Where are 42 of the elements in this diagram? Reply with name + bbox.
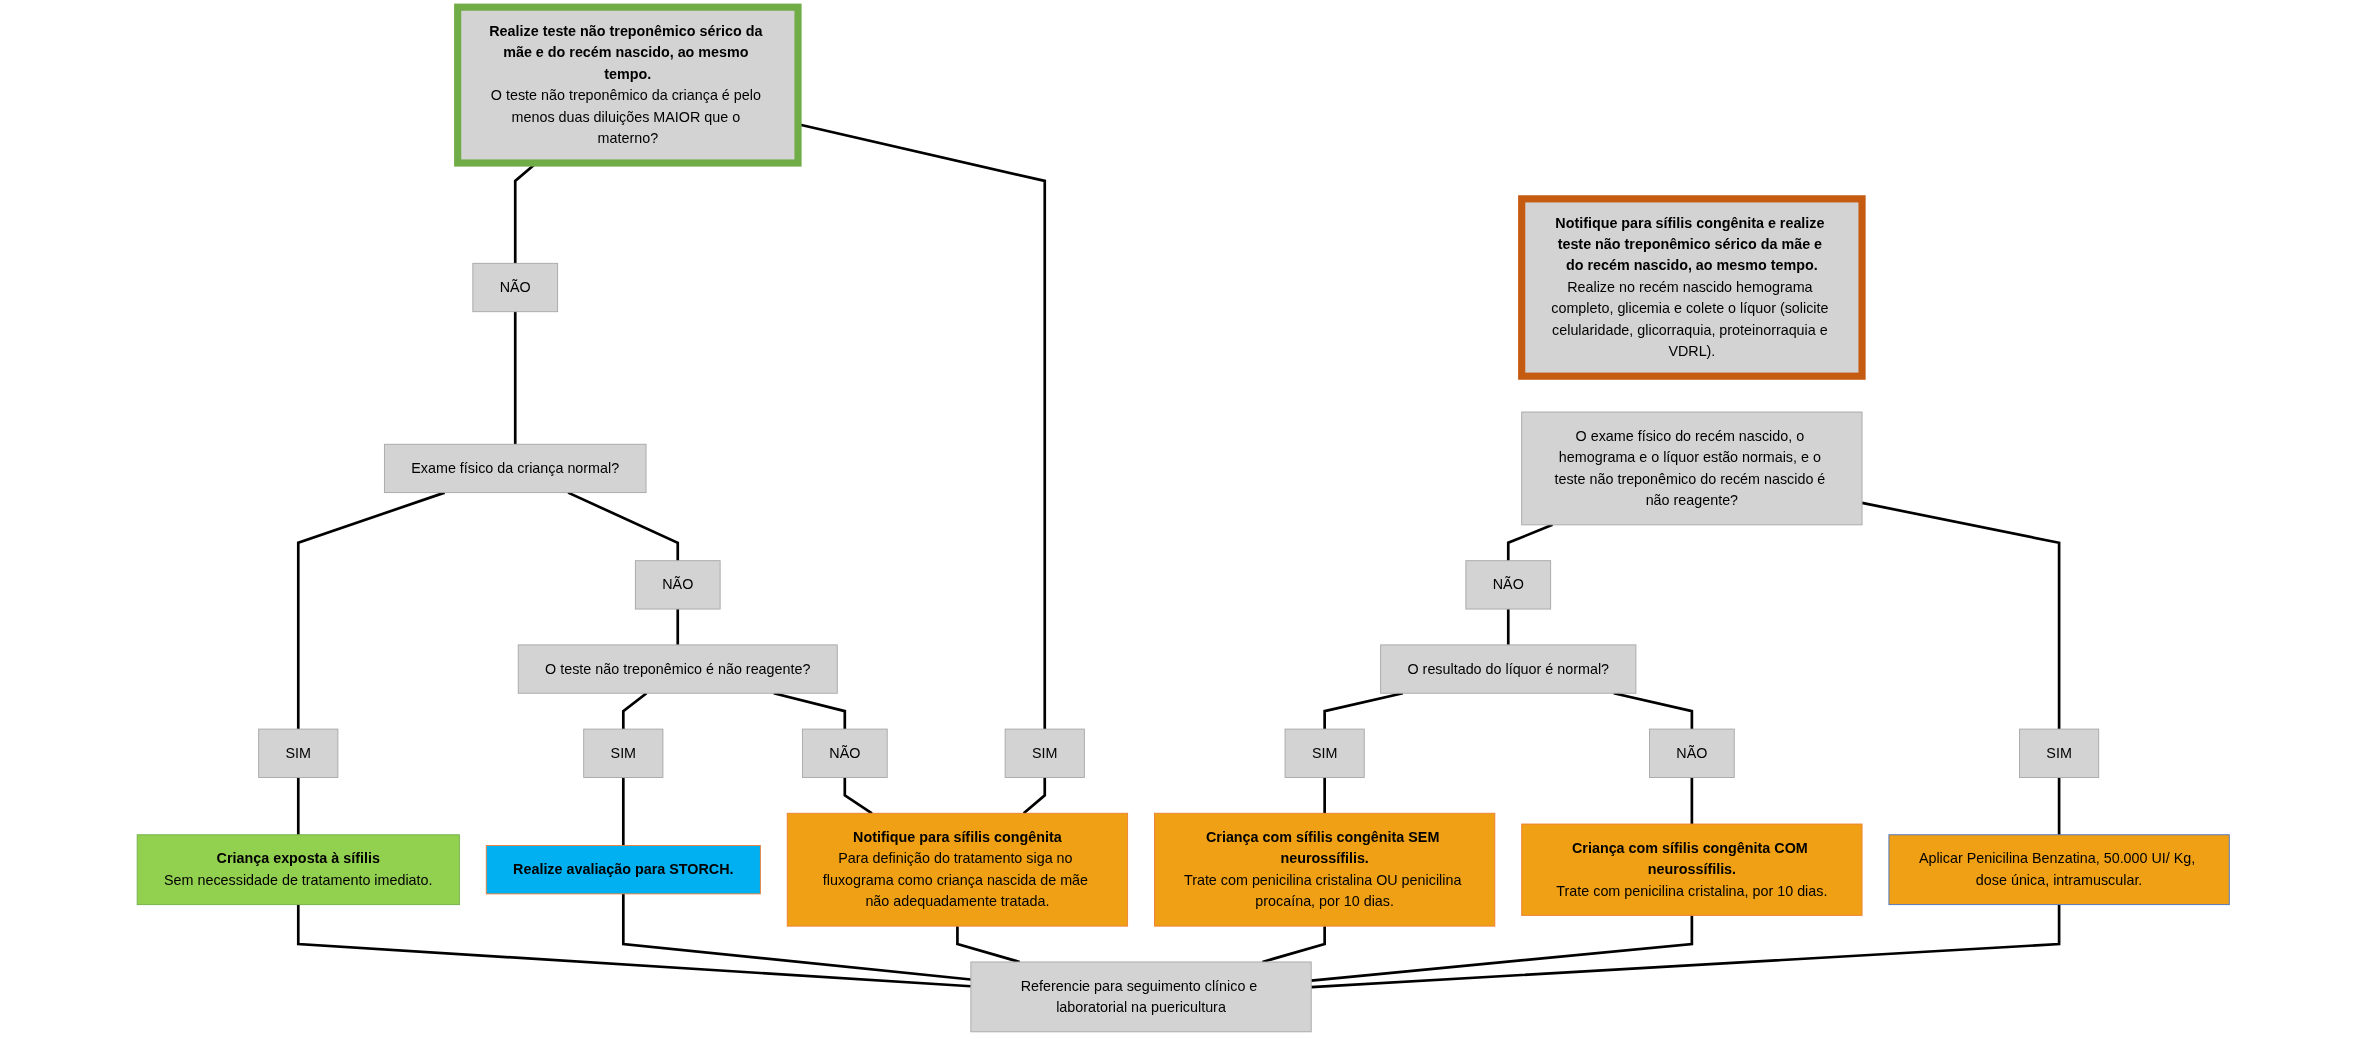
- connector: [1323, 777, 1327, 814]
- node-box: Criança com sífilis congênita SEM neurossífilis. Trate com penicilina cristalina OU penicilina procaína, por 10 dias.: [1154, 812, 1496, 927]
- node-box: NÃO: [802, 728, 888, 778]
- node-box: Criança com sífilis congênita COM neurossífilis. Trate com penicilina cristalina, por 10 dias.: [1521, 823, 1863, 916]
- connector: [297, 491, 446, 730]
- connector: [297, 904, 972, 988]
- node-box: O teste não treponêmico é não reagente?: [518, 644, 838, 694]
- connector: [297, 777, 300, 835]
- connector: [1507, 523, 1554, 561]
- node-box: SIM: [2019, 728, 2100, 778]
- node-box: Exame físico da criança normal?: [384, 443, 647, 494]
- node-box: NÃO: [1649, 728, 1735, 778]
- connector: [2058, 777, 2061, 835]
- connector: [622, 692, 648, 730]
- node-box: SIM: [258, 728, 339, 778]
- node-box: SIM: [583, 728, 664, 778]
- connector: [1507, 609, 1510, 645]
- connector: [1311, 915, 1694, 982]
- node-box: Aplicar Penicilina Benzatina, 50.000 UI/ Kg, dose única, intramuscular.: [1888, 834, 2230, 906]
- connector: [1023, 777, 1047, 815]
- node-box: NÃO: [472, 262, 559, 313]
- connector: [1311, 904, 2061, 989]
- node-box: Realize teste não treponêmico sérico da mãe e do recém nascido, ao mesmo tempo. O teste não treponêmico da criança é pelo menos duas diluições MAIOR que o materno?: [454, 3, 802, 167]
- node-box: SIM: [1284, 728, 1365, 778]
- node-box: Realize avaliação para STORCH.: [486, 845, 762, 895]
- node-box: NÃO: [1465, 560, 1552, 610]
- node-box: NÃO: [635, 560, 721, 610]
- node-box: Notifique para sífilis congênita e realize teste não treponêmico sérico da mãe e do recém nascido, ao mesmo tempo. Realize no recém nascido hemograma completo, glicemia e colete o líquor (solicite celularidade, glicorraquia, proteinorraquia e VDRL).: [1518, 195, 1866, 380]
- connector: [1690, 777, 1694, 824]
- node-box: Referencie para seguimento clínico e laboratorial na puericultura: [970, 961, 1312, 1033]
- connector: [676, 609, 680, 645]
- connector: [622, 777, 625, 846]
- connector: [843, 777, 873, 815]
- node-box: O resultado do líquor é normal?: [1380, 644, 1637, 694]
- connector: [622, 893, 972, 981]
- node-box: Criança exposta à sífilis Sem necessidade de tratamento imediato.: [137, 834, 461, 906]
- node-box: Notifique para sífilis congênita Para definição do tratamento siga no fluxograma como criança nascida de mãe não adequadamente tratada.: [787, 812, 1129, 927]
- node-box: SIM: [1004, 728, 1086, 778]
- node-box: O exame físico do recém nascido, o hemograma e o líquor estão normais, e o teste não treponêmico do recém nascido é não reagente?: [1521, 411, 1863, 526]
- connector: [1862, 501, 2061, 730]
- connector: [567, 491, 680, 561]
- connector: [514, 311, 517, 445]
